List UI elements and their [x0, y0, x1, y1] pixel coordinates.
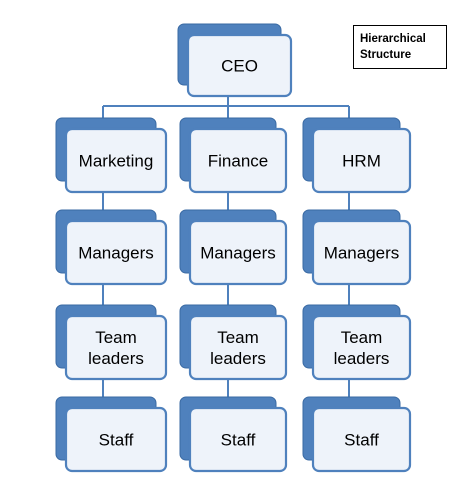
finance-staff-node-label-1: Staff: [221, 431, 256, 450]
marketing-managers-node-box: [64, 219, 168, 286]
hrm-staff-node-label-1: Staff: [344, 431, 379, 450]
finance-staff-node-box: [188, 406, 288, 473]
hrm-managers-node: Managers: [302, 209, 412, 286]
marketing-staff-node-box: [64, 406, 168, 473]
finance-node-label-1: Finance: [208, 152, 268, 171]
hrm-team-leaders-node-label-2: leaders: [334, 349, 390, 368]
hrm-node-box: [311, 127, 412, 194]
hrm-team-leaders-node-label-1: Team: [341, 328, 383, 347]
marketing-managers-node: Managers: [55, 209, 168, 286]
connector-lines: [102, 96, 350, 397]
ceo-node: CEO: [177, 23, 293, 98]
finance-managers-node-label-1: Managers: [200, 244, 276, 263]
finance-managers-node-box: [188, 219, 288, 286]
marketing-managers-node-label-1: Managers: [78, 244, 154, 263]
finance-team-leaders-node-label-1: Team: [217, 328, 259, 347]
hrm-managers-node-label-1: Managers: [324, 244, 400, 263]
finance-node: Finance: [179, 117, 288, 194]
hrm-staff-node-box: [311, 406, 412, 473]
hrm-team-leaders-node-box: [311, 314, 412, 381]
hrm-staff-node: Staff: [302, 396, 412, 473]
marketing-team-leaders-node-label-1: Team: [95, 328, 137, 347]
hrm-team-leaders-node: Team leaders: [302, 304, 412, 381]
diagram-title-box: Hierarchical Structure: [353, 25, 447, 69]
finance-team-leaders-node-box: [188, 314, 288, 381]
hrm-node-label-1: HRM: [342, 152, 381, 171]
marketing-team-leaders-node-label-2: leaders: [88, 349, 144, 368]
finance-staff-node: Staff: [179, 396, 288, 473]
diagram-title-line-1: Hierarchical: [360, 33, 426, 45]
marketing-node-label-1: Marketing: [79, 152, 154, 171]
diagram-title-line-2: Structure: [360, 49, 412, 61]
finance-managers-node: Managers: [179, 209, 288, 286]
marketing-staff-node: Staff: [55, 396, 168, 473]
marketing-node: Marketing: [55, 117, 168, 194]
ceo-node-box: [186, 33, 293, 98]
ceo-node-label-1: CEO: [221, 57, 258, 76]
marketing-node-box: [64, 127, 168, 194]
hrm-managers-node-box: [311, 219, 412, 286]
marketing-team-leaders-node: Team leaders: [55, 304, 168, 381]
marketing-team-leaders-node-box: [64, 314, 168, 381]
hrm-node: HRM: [302, 117, 412, 194]
finance-team-leaders-node-label-2: leaders: [210, 349, 266, 368]
finance-node-box: [188, 127, 288, 194]
marketing-staff-node-label-1: Staff: [99, 431, 134, 450]
finance-team-leaders-node: Team leaders: [179, 304, 288, 381]
